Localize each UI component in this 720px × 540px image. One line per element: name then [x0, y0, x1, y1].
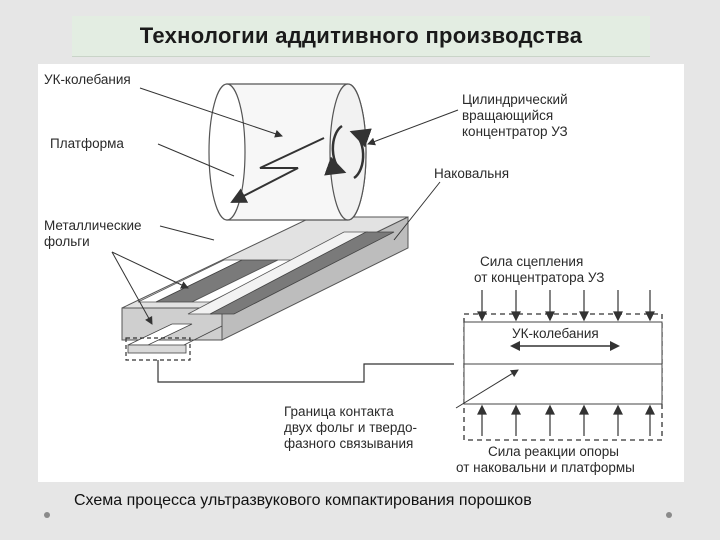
ultrasonic-consolidation-diagram: [111, 83, 663, 441]
label-metal-foils-1: Металлические: [44, 218, 142, 233]
cylinder-sonotrode: [208, 83, 372, 221]
label-inset-uk: УК-колебания: [512, 326, 599, 341]
label-adhesion-2: от концентратора УЗ: [474, 270, 605, 285]
bullet-dot-right: [666, 512, 672, 518]
label-cylinder-1: Цилиндрический: [462, 92, 568, 107]
label-boundary-2: двух фольг и твердо-: [284, 420, 417, 435]
label-cylinder-3: концентратор УЗ: [462, 124, 568, 139]
slide-title: Технологии аддитивного производства: [139, 23, 583, 48]
label-boundary-3: фазного связывания: [284, 436, 414, 451]
label-boundary-1: Граница контакта: [284, 404, 394, 419]
contact-zone-highlight: [125, 337, 454, 383]
platform-block: [121, 216, 409, 354]
label-uk-oscillation: УК-колебания: [44, 72, 131, 87]
bullet-dot-left: [44, 512, 50, 518]
label-adhesion-1: Сила сцепления: [480, 254, 584, 269]
label-reaction-2: от наковальни и платформы: [456, 460, 635, 475]
label-anvil: Наковальня: [434, 166, 510, 181]
leader-lines: [111, 87, 459, 325]
slide-title-bar: Технологии аддитивного производства: [72, 16, 650, 57]
inset-detail: [455, 290, 663, 441]
diagram-caption: Схема процесса ультразвукового компактир…: [74, 492, 532, 509]
label-reaction-1: Сила реакции опоры: [488, 444, 619, 459]
diagram-panel: УК-колебания Платформа Металлические фол…: [38, 64, 684, 482]
label-cylinder-2: вращающийся: [462, 108, 554, 123]
label-metal-foils-2: фольги: [44, 234, 90, 249]
label-platform: Платформа: [50, 136, 124, 151]
